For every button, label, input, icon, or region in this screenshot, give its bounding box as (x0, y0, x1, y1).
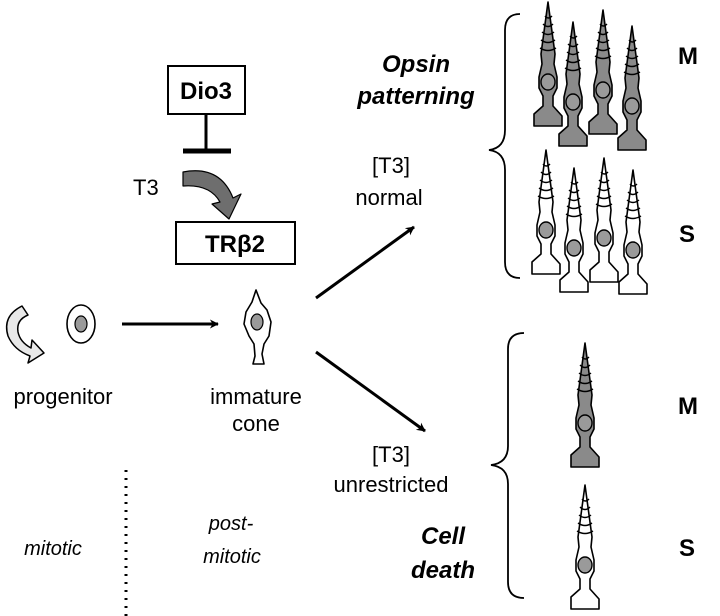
post-mitotic-label-2: mitotic (203, 546, 261, 568)
immature-cone-nucleus (250, 313, 264, 331)
m-cone-icon (570, 342, 600, 468)
cell-death-title-1: Cell (421, 523, 466, 550)
m-cone-icon (533, 1, 563, 127)
opsin-patterning-title-2: patterning (356, 83, 475, 110)
top-brace (488, 13, 521, 279)
mitotic-label: mitotic (24, 538, 82, 560)
m-cone-icon (617, 25, 647, 151)
trb2-label: TRβ2 (205, 231, 265, 258)
s-cone-icon (531, 149, 561, 275)
s-cone-icon (618, 169, 648, 295)
s-cone-icon (589, 157, 619, 283)
t3-label: T3 (133, 175, 159, 200)
cell-death-title-2: death (411, 557, 475, 584)
bottom-m-label: M (678, 393, 698, 420)
unrestricted-path-arrow (315, 350, 426, 433)
top-s-label: S (679, 221, 695, 248)
s-cone-icon (559, 167, 589, 293)
unrestricted-label: unrestricted (334, 472, 449, 497)
opsin-patterning-title-1: Opsin (382, 51, 450, 78)
dio3-label: Dio3 (180, 78, 232, 105)
immature-cone-label-1: immature (210, 384, 302, 409)
bottom-brace (490, 332, 525, 599)
unrestricted-t3-label: [T3] (372, 442, 410, 467)
immature-cone-label-2: cone (232, 411, 280, 436)
normal-label: normal (355, 185, 422, 210)
m-cone-icon (588, 9, 618, 135)
normal-t3-label: [T3] (372, 153, 410, 178)
progenitor-label: progenitor (13, 384, 112, 409)
s-cone-icon (570, 484, 600, 610)
dio3-box (167, 65, 246, 115)
cell-cycle-arrow-icon (5, 305, 45, 364)
m-cone-icon (558, 21, 588, 147)
normal-path-arrow (315, 225, 415, 300)
top-m-label: M (678, 43, 698, 70)
bottom-s-label: S (679, 535, 695, 562)
trb2-box (175, 221, 296, 265)
t3-curved-arrow-icon (182, 170, 242, 220)
progenitor-nucleus (74, 315, 88, 333)
post-mitotic-label-1: post- (208, 513, 254, 535)
